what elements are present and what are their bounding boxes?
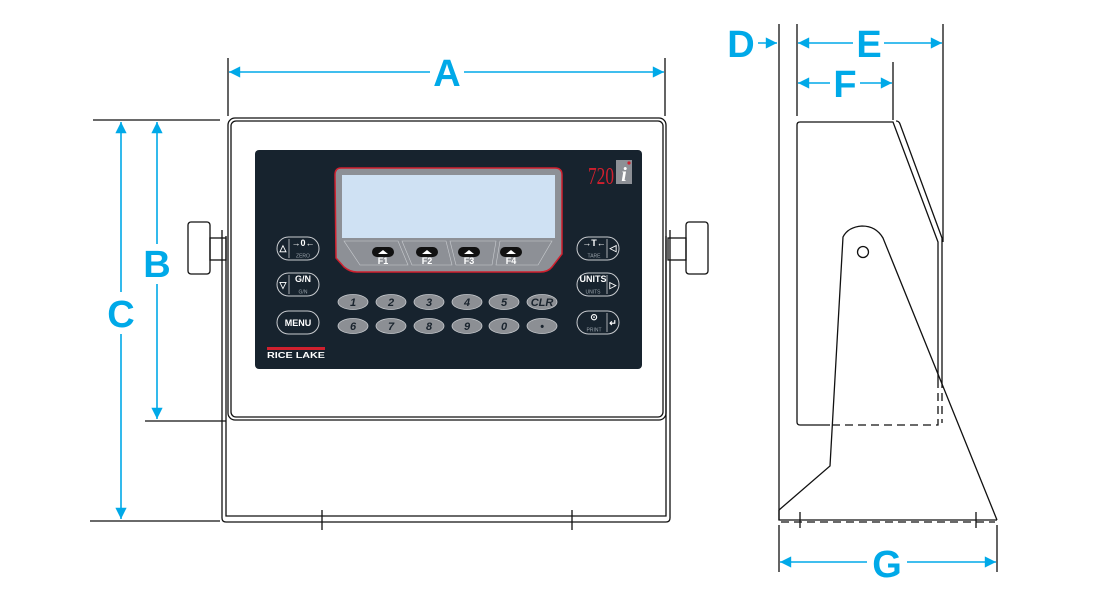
left-knob: [187, 221, 227, 275]
key-cap: [337, 294, 369, 310]
softkey-f2[interactable]: F2: [416, 247, 438, 266]
svg-text:PRINT: PRINT: [587, 328, 602, 334]
svg-text:↵: ↵: [609, 318, 617, 328]
key-cap: [413, 318, 445, 334]
model-number: 720: [588, 164, 614, 190]
side-housing: [796, 121, 939, 426]
svg-text:→T←: →T←: [582, 238, 606, 248]
svg-text:▷: ▷: [609, 280, 618, 290]
key-label: •: [540, 321, 544, 333]
keypad-key-9[interactable]: 9: [451, 318, 483, 334]
units-button[interactable]: UNITS UNITS ▷: [576, 272, 620, 297]
svg-text:MENU: MENU: [285, 318, 312, 328]
key-label: 9: [464, 321, 471, 333]
key-label: 7: [388, 321, 395, 333]
housing: [227, 117, 667, 421]
key-label: 2: [387, 297, 394, 309]
svg-text:▽: ▽: [279, 280, 288, 290]
key-label: 3: [426, 297, 432, 309]
key-cap: [488, 318, 520, 334]
dimension-g-label: G: [872, 544, 902, 586]
key-cap: [337, 318, 369, 334]
svg-text:UNITS: UNITS: [586, 290, 602, 296]
menu-button[interactable]: MENU: [276, 310, 320, 335]
dimension-e-label: E: [856, 24, 881, 66]
key-cap: [526, 294, 558, 310]
key-cap: [451, 318, 483, 334]
keypad-key-10[interactable]: 0: [488, 318, 520, 334]
pivot-hole: [856, 245, 870, 259]
rice-lake-logo: RICE LAKE: [267, 347, 326, 360]
key-label: CLR: [531, 297, 554, 309]
keypad-key-7[interactable]: 7: [375, 318, 407, 334]
key-cap: [451, 294, 483, 310]
key-cap: [375, 294, 407, 310]
side-bracket: [778, 225, 998, 521]
front-panel: F1 F2 F3 F4 720 i △ →0← ZERO ▽ G/N: [255, 150, 642, 369]
svg-text:G/N: G/N: [299, 290, 308, 296]
dimension-b-label: B: [143, 244, 170, 286]
model-suffix: i: [621, 164, 627, 186]
svg-text:TARE: TARE: [588, 254, 602, 260]
svg-text:ZERO: ZERO: [296, 254, 310, 260]
key-label: 1: [350, 297, 356, 309]
keypad-key-2[interactable]: 3: [413, 294, 445, 310]
dimension-d-label: D: [727, 24, 754, 66]
keypad-key-3[interactable]: 4: [451, 294, 483, 310]
print-button[interactable]: ⊙ PRINT ↵: [576, 310, 620, 335]
key-label: 4: [463, 297, 470, 309]
key-cap: [526, 318, 558, 334]
tare-button[interactable]: →T← TARE ◁: [576, 236, 620, 261]
svg-text:⊙: ⊙: [590, 312, 598, 322]
keypad-key-6[interactable]: 6: [337, 318, 369, 334]
svg-text:UNITS: UNITS: [580, 274, 607, 284]
svg-text:→0←: →0←: [291, 238, 314, 248]
keypad-key-4[interactable]: 5: [488, 294, 520, 310]
key-label: 8: [426, 321, 433, 333]
softkey-f3[interactable]: F3: [458, 247, 480, 266]
zero-button[interactable]: △ →0← ZERO: [276, 236, 320, 261]
key-label: 5: [501, 297, 508, 309]
dimension-f-label: F: [833, 64, 856, 106]
svg-text:G/N: G/N: [295, 274, 311, 284]
softkey-f4[interactable]: F4: [500, 247, 522, 266]
svg-text:◁: ◁: [609, 243, 618, 253]
keypad-key-0[interactable]: 1: [337, 294, 369, 310]
softkey-label: F2: [422, 256, 433, 266]
keypad-key-1[interactable]: 2: [375, 294, 407, 310]
dimension-a-label: A: [433, 53, 460, 95]
key-cap: [488, 294, 520, 310]
mounting-bracket: [221, 230, 671, 523]
dimension-c-label: C: [107, 294, 134, 336]
model-logo: 720 i: [588, 160, 632, 190]
softkey-label: F4: [506, 256, 517, 266]
right-knob: [667, 221, 709, 275]
svg-text:RICE LAKE: RICE LAKE: [267, 351, 326, 360]
lcd-display: [342, 175, 555, 238]
softkey-label: F3: [464, 256, 475, 266]
keypad-key-5[interactable]: CLR: [526, 294, 558, 310]
key-label: 6: [350, 321, 357, 333]
numeric-keypad: 1 2 3 4 5 CLR 6 7 8 9 0 •: [337, 294, 558, 334]
gross-net-button[interactable]: ▽ G/N G/N: [276, 272, 320, 297]
softkey-label: F1: [378, 256, 389, 266]
svg-text:△: △: [279, 243, 288, 253]
key-cap: [413, 294, 445, 310]
keypad-key-8[interactable]: 8: [413, 318, 445, 334]
key-cap: [375, 318, 407, 334]
key-label: 0: [501, 321, 508, 333]
softkey-f1[interactable]: F1: [372, 247, 394, 266]
side-view: D E F G: [727, 24, 998, 586]
front-view: F1 F2 F3 F4 720 i △ →0← ZERO ▽ G/N: [90, 53, 709, 530]
keypad-key-11[interactable]: •: [526, 318, 558, 334]
